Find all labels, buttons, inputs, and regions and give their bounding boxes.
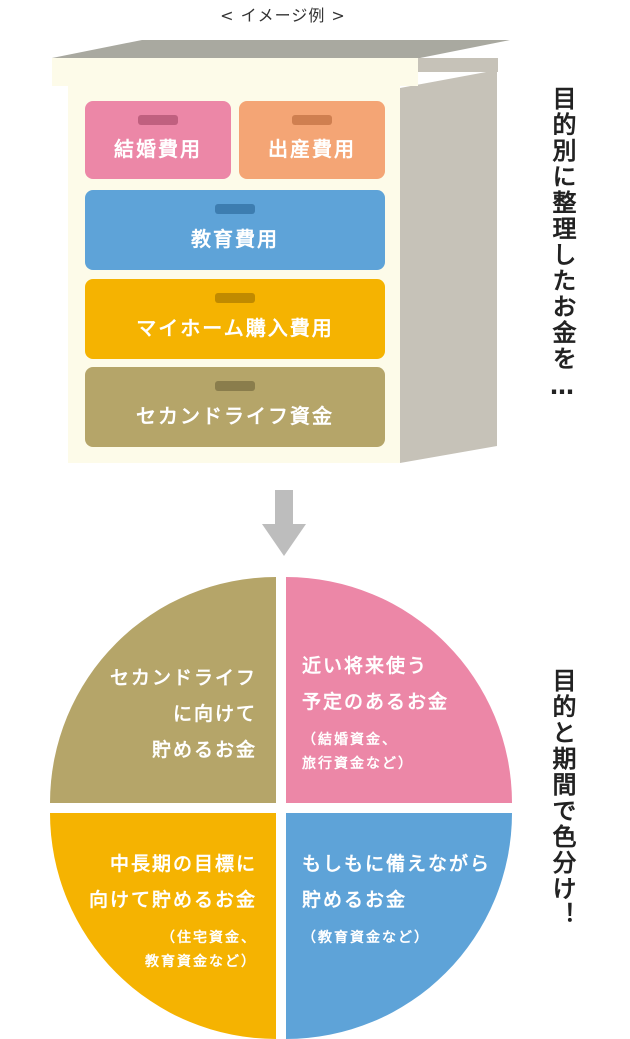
drawer-second-life: セカンドライフ資金 (85, 367, 385, 447)
text-line: 近い将来使う (302, 655, 429, 677)
cabinet-side (400, 70, 497, 463)
quadrant-text-bottom-right: もしもに備えながら 貯めるお金 （教育資金など） (302, 846, 491, 950)
text-line: 中長期の目標に (109, 853, 257, 875)
text-line: に向けて (172, 703, 257, 725)
drawer-label: 結婚費用 (114, 136, 202, 161)
drawer-home: マイホーム購入費用 (85, 279, 385, 359)
sub-line: 旅行資金など） (302, 756, 414, 772)
drawer-wedding: 結婚費用 (85, 101, 231, 179)
text-line: 貯めるお金 (302, 889, 408, 911)
quadrant-chart (50, 577, 512, 1039)
sub-line: 教育資金など） (145, 954, 257, 970)
drawer-handle (215, 381, 255, 391)
drawer-label: 出産費用 (268, 136, 356, 161)
drawer-handle (292, 115, 332, 125)
drawer-handle (138, 115, 178, 125)
quadrant-top-right (286, 577, 512, 803)
quadrant-text-top-right: 近い将来使う 予定のあるお金 （結婚資金、 旅行資金など） (302, 648, 449, 776)
quadrant-bottom-right (286, 813, 512, 1039)
sub-line: （教育資金など） (302, 930, 430, 946)
quadrant-text-top-left: セカンドライフ に向けて 貯めるお金 (110, 660, 257, 768)
side-text-color-coding: 目的と期間で色分け！ (548, 668, 576, 928)
drawer-handle (215, 204, 255, 214)
sub-line: （結婚資金、 (302, 732, 398, 748)
caption: < イメージ例 > (220, 6, 346, 25)
quadrant-bottom-left (50, 813, 276, 1039)
sub-line: （住宅資金、 (161, 930, 257, 946)
text-line: もしもに備えながら (302, 853, 492, 875)
drawer-label: 教育費用 (191, 226, 279, 251)
text-line: セカンドライフ (109, 667, 257, 689)
drawer-label: マイホーム購入費用 (136, 315, 334, 340)
drawer-childbirth: 出産費用 (239, 101, 385, 179)
cabinet-top-face (52, 58, 418, 86)
text-line: 予定のあるお金 (302, 691, 450, 713)
text-line: 向けて貯めるお金 (88, 889, 257, 911)
drawer-education: 教育費用 (85, 190, 385, 270)
drawer-label: セカンドライフ資金 (136, 403, 334, 428)
drawer-handle (215, 293, 255, 303)
cabinet-top (52, 40, 510, 58)
quadrant-top-left (50, 577, 276, 803)
quadrant-text-bottom-left: 中長期の目標に 向けて貯めるお金 （住宅資金、 教育資金など） (89, 846, 257, 974)
cabinet-top-edge-side (418, 58, 498, 72)
down-arrow-icon (262, 490, 306, 556)
side-text-organize: 目的別に整理したお金を… (548, 86, 576, 402)
text-line: 貯めるお金 (151, 739, 257, 761)
